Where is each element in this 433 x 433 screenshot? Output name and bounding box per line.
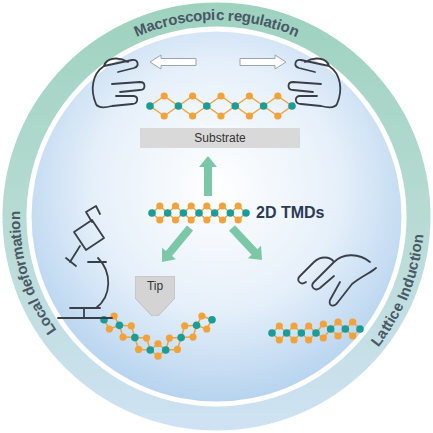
ring-gap bbox=[27, 27, 407, 407]
right-hand bbox=[289, 59, 341, 108]
outer-ring bbox=[3, 3, 431, 431]
tip-label: Tip bbox=[135, 276, 175, 293]
left-hand bbox=[93, 59, 145, 108]
tip-arrow bbox=[162, 225, 193, 262]
material-label: 2D TMDs bbox=[256, 204, 324, 222]
microscope-icon bbox=[58, 206, 112, 318]
center-lattice bbox=[148, 202, 250, 223]
stretched-lattice bbox=[146, 92, 296, 119]
up-arrow bbox=[199, 156, 217, 196]
stretch-arrow-left bbox=[150, 55, 196, 69]
induction-arrow bbox=[229, 225, 262, 260]
inner-disk bbox=[32, 32, 402, 402]
bent-lattice bbox=[100, 312, 216, 359]
induced-lattice bbox=[268, 318, 364, 343]
pinch-hand bbox=[298, 255, 376, 305]
substrate-box: Substrate bbox=[140, 128, 300, 148]
stretch-arrow-right bbox=[240, 55, 286, 69]
substrate-label: Substrate bbox=[140, 128, 300, 145]
tip-probe: Tip bbox=[135, 276, 175, 316]
